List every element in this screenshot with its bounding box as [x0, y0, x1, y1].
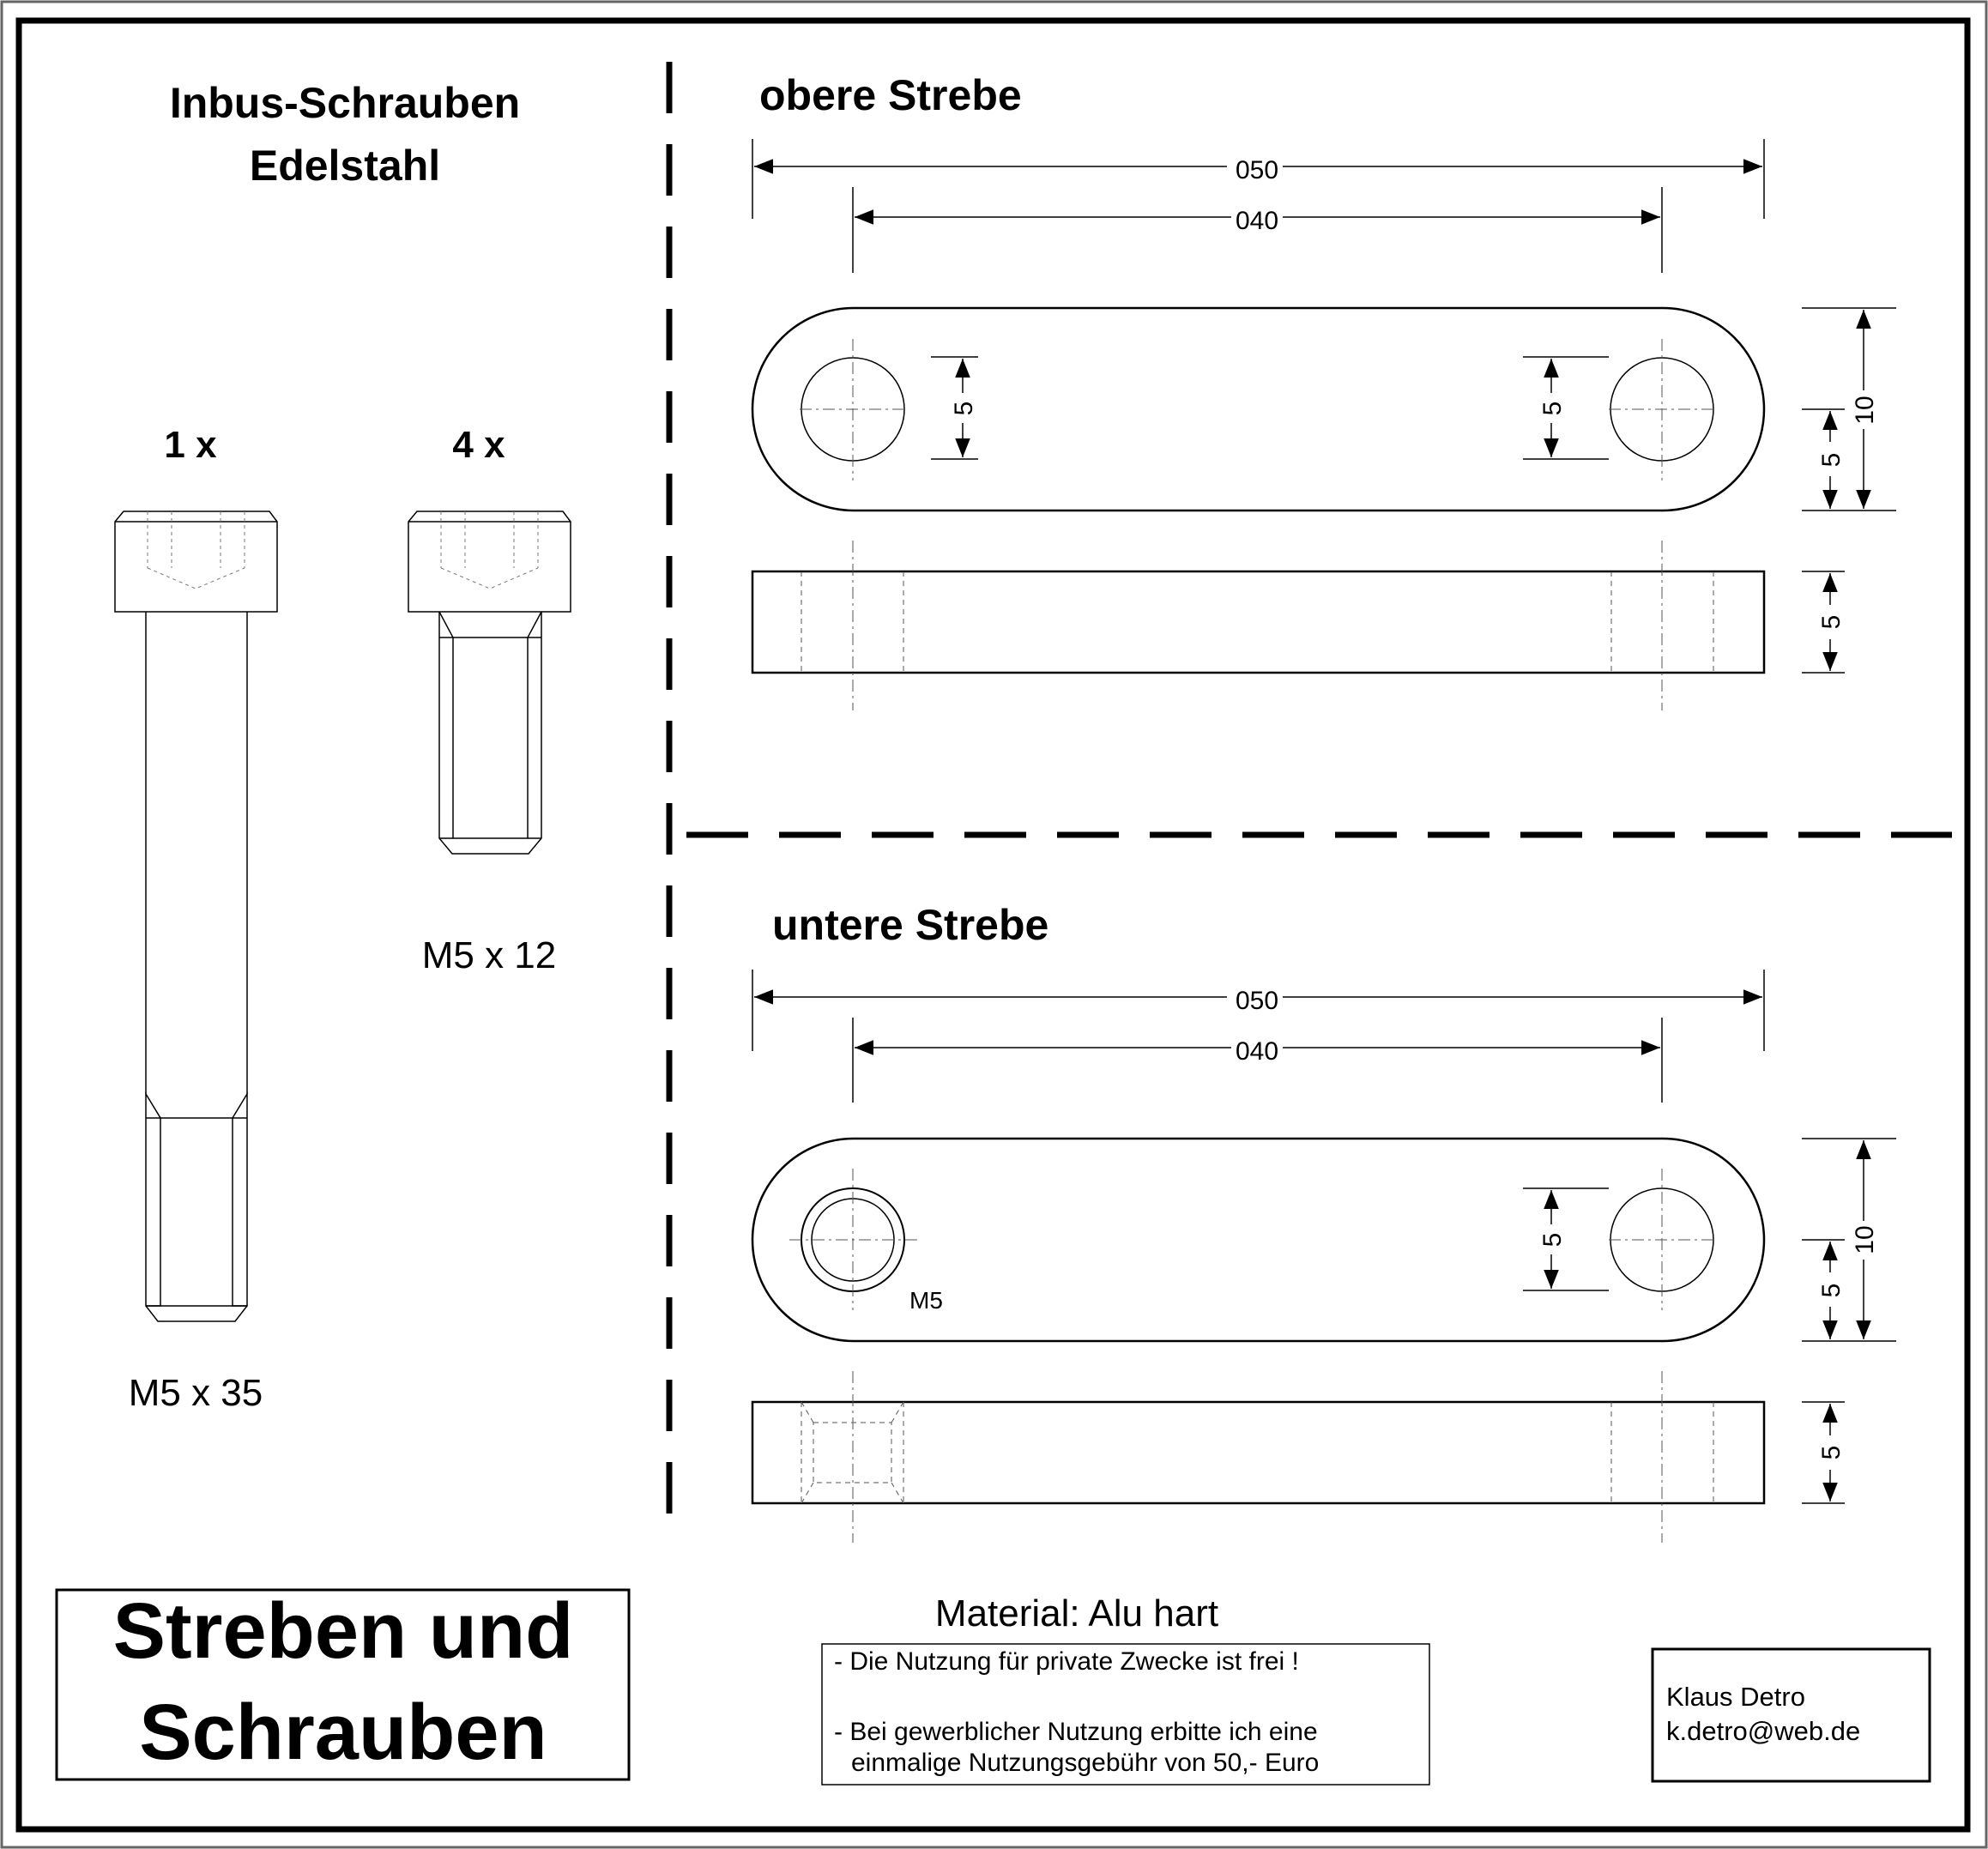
title-block-frame — [55, 1588, 631, 1781]
lower-dim-height-label: 10 — [1851, 1225, 1879, 1254]
author-email: k.detro@web.de — [1666, 1716, 1860, 1746]
long-screw-head — [114, 511, 278, 613]
upper-dim-thickness-label: 5 — [1817, 615, 1846, 630]
short-screw-label: M5 x 12 — [422, 934, 557, 976]
lower-dim-hole-right-label: 5 — [1538, 1233, 1567, 1248]
lower-strut-title: untere Strebe — [772, 901, 1048, 949]
screws-title-line1: Inbus-Schrauben — [170, 79, 520, 127]
lower-strut-side-view — [751, 1400, 1766, 1505]
upper-strut-section: obere Strebe 050 040 — [751, 71, 1896, 710]
upper-dim-total-label: 050 — [1236, 156, 1278, 184]
drawing-border — [15, 17, 1971, 1833]
lower-dim-half-label: 5 — [1817, 1284, 1846, 1298]
title-line2: Schrauben — [139, 1689, 547, 1776]
short-screw-thread — [438, 611, 542, 838]
upper-strut-side-view — [751, 570, 1766, 674]
short-screw-drawing — [408, 511, 571, 855]
material-label: Material: Alu hart — [935, 1592, 1218, 1634]
upper-dim-hole-left-label: 5 — [950, 402, 978, 416]
upper-side-hidden-holes — [801, 571, 1714, 673]
author-name: Klaus Detro — [1666, 1682, 1805, 1712]
upper-strut-title: obere Strebe — [759, 71, 1022, 119]
screws-section: Inbus-Schrauben Edelstahl 1 x 4 x M5 x 3… — [114, 79, 571, 1414]
upper-strut-top-view — [751, 306, 1766, 512]
author-block: Klaus Detro k.detro@web.de — [1651, 1647, 1931, 1783]
title-line1: Streben und — [113, 1587, 574, 1675]
lower-centerlines — [789, 1169, 1716, 1310]
usage-notes: - Die Nutzung für private Zwecke ist fre… — [821, 1643, 1430, 1786]
usage-note-private: - Die Nutzung für private Zwecke ist fre… — [834, 1647, 1299, 1676]
usage-note-commercial: - Bei gewerblicher Nutzung erbitte ich e… — [834, 1718, 1318, 1746]
upper-dim-hole-right-label: 5 — [1538, 402, 1567, 416]
title-block: Streben und Schrauben — [55, 1587, 631, 1781]
usage-note-fee: einmalige Nutzungsgebühr von 50,- Euro — [851, 1749, 1319, 1777]
short-screw-socket — [440, 511, 539, 589]
author-block-frame — [1651, 1647, 1931, 1783]
long-screw-socket — [147, 511, 245, 589]
long-screw-drawing — [114, 511, 278, 1322]
lower-dim-total: 050 — [754, 987, 1762, 1015]
lower-dim-thickness-label: 5 — [1817, 1446, 1846, 1460]
long-screw-tip — [145, 1305, 248, 1322]
upper-dim-total: 050 — [754, 156, 1762, 184]
long-screw-label: M5 x 35 — [129, 1372, 263, 1414]
usage-notes-frame — [821, 1643, 1430, 1786]
short-screw-shank — [438, 612, 542, 855]
short-screw-quantity: 4 x — [452, 424, 505, 466]
long-screw-thread-right — [232, 1091, 248, 1307]
lower-strut-top-view — [751, 1137, 1766, 1343]
lower-dim-total-label: 050 — [1236, 987, 1278, 1015]
long-screw-thread-left — [145, 1091, 161, 1307]
upper-dim-half-label: 5 — [1817, 453, 1846, 468]
upper-dim-height-label: 10 — [1851, 396, 1879, 424]
upper-dim-holes: 040 — [855, 207, 1660, 235]
upper-centerlines — [800, 339, 1716, 480]
lower-strut-section: untere Strebe 050 040 M5 — [751, 901, 1896, 1543]
lower-side-hidden-thread — [801, 1401, 1714, 1504]
lower-dim-holes-label: 040 — [1236, 1037, 1278, 1066]
upper-dim-holes-label: 040 — [1236, 207, 1278, 235]
screws-title-line2: Edelstahl — [250, 142, 440, 190]
lower-dim-holes: 040 — [855, 1037, 1660, 1066]
short-screw-head — [408, 511, 571, 613]
lower-thread-label: M5 — [909, 1287, 943, 1314]
long-screw-quantity: 1 x — [164, 424, 217, 466]
